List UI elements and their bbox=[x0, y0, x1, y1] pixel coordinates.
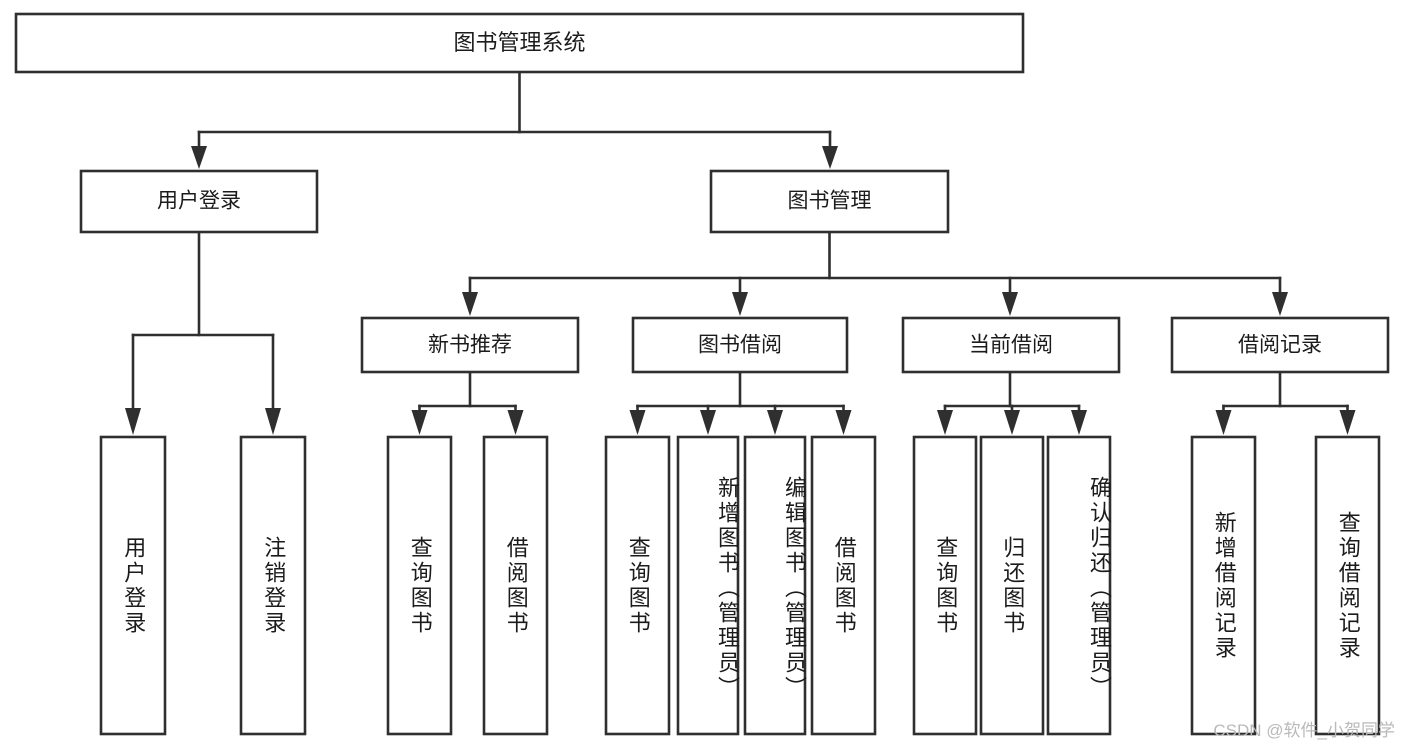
leaf-return-book-rect[interactable] bbox=[979, 435, 1045, 736]
node-book-manage-rect[interactable] bbox=[709, 169, 950, 234]
connector-group-borrow-record bbox=[1215, 370, 1356, 435]
leaf-borrow-book-rect[interactable] bbox=[810, 435, 877, 736]
arrow-query-book-current bbox=[937, 410, 953, 435]
node-root-rect[interactable] bbox=[14, 12, 1025, 74]
arrow-leaf-user-logout bbox=[265, 408, 281, 435]
arrow-borrow-record bbox=[1272, 292, 1288, 316]
leaf-user-logout-rect[interactable] bbox=[239, 435, 307, 736]
leaf-query-borrow-record-rect[interactable] bbox=[1314, 435, 1381, 736]
node-user-login-label: 用户登录 bbox=[157, 190, 241, 213]
node-new-book-rec[interactable]: 新书推荐 bbox=[360, 316, 580, 374]
arrow-query-borrow-record bbox=[1339, 410, 1356, 435]
leaf-add-book-admin-rect[interactable] bbox=[676, 435, 740, 736]
arrow-book-borrow bbox=[732, 292, 748, 316]
leaf-confirm-return-admin-rect[interactable] bbox=[1046, 435, 1112, 736]
leaf-edit-book-admin-rect[interactable] bbox=[743, 435, 807, 736]
arrow-borrow-book-rec bbox=[507, 410, 524, 435]
node-book-borrow[interactable]: 图书借阅 bbox=[631, 316, 849, 374]
node-book-borrow-label: 图书借阅 bbox=[698, 334, 782, 357]
node-user-login-rect[interactable] bbox=[79, 169, 319, 234]
leaf-add-borrow-record-rect[interactable] bbox=[1190, 435, 1257, 736]
arrow-current-borrow bbox=[1002, 292, 1018, 316]
node-new-book-rec-rect[interactable] bbox=[360, 316, 580, 374]
connector-group-new-book-rec bbox=[411, 370, 524, 435]
arrow-return-book bbox=[1004, 410, 1020, 435]
arrow-confirm-return-admin bbox=[1071, 410, 1087, 435]
leaf-borrow-book-rec-rect[interactable] bbox=[482, 435, 549, 736]
node-borrow-record[interactable]: 借阅记录 bbox=[1170, 316, 1390, 374]
node-new-book-rec-label: 新书推荐 bbox=[428, 334, 512, 357]
arrow-new-book-rec bbox=[462, 292, 478, 316]
arrow-leaf-user-login bbox=[125, 408, 141, 435]
leaf-query-book-borrow-rect[interactable] bbox=[604, 435, 671, 736]
node-user-login[interactable]: 用户登录 bbox=[79, 169, 319, 234]
node-book-manage-label: 图书管理 bbox=[788, 190, 872, 213]
connector-group-book-manage bbox=[462, 230, 1288, 316]
node-borrow-record-label: 借阅记录 bbox=[1238, 334, 1322, 357]
arrow-add-book-admin bbox=[700, 410, 716, 435]
leaf-query-book-rec-rect[interactable] bbox=[386, 435, 453, 736]
connector-group-current-borrow bbox=[937, 370, 1087, 435]
connector-group-user-login bbox=[125, 230, 281, 435]
arrow-borrow-book bbox=[835, 410, 852, 435]
node-book-borrow-rect[interactable] bbox=[631, 316, 849, 374]
node-current-borrow[interactable]: 当前借阅 bbox=[901, 316, 1121, 374]
leaf-boxes-group bbox=[99, 435, 1381, 736]
node-current-borrow-label: 当前借阅 bbox=[969, 334, 1053, 357]
node-root-label: 图书管理系统 bbox=[453, 30, 585, 55]
arrow-query-book-rec bbox=[411, 410, 428, 435]
leaf-user-login-rect[interactable] bbox=[99, 435, 167, 736]
node-current-borrow-rect[interactable] bbox=[901, 316, 1121, 374]
arrow-query-book-borrow bbox=[629, 410, 646, 435]
arrow-add-borrow-record bbox=[1215, 410, 1232, 435]
node-borrow-record-rect[interactable] bbox=[1170, 316, 1390, 374]
arrow-user-login bbox=[191, 146, 207, 169]
node-book-manage[interactable]: 图书管理 bbox=[709, 169, 950, 234]
leaf-query-book-current-rect[interactable] bbox=[912, 435, 978, 736]
node-root[interactable]: 图书管理系统 bbox=[14, 12, 1025, 74]
connector-group-root bbox=[191, 70, 838, 169]
arrow-book-manage bbox=[822, 146, 838, 169]
csdn-watermark: CSDN @软件_小贺同学 bbox=[1213, 721, 1395, 740]
connector-group-book-borrow bbox=[629, 370, 852, 435]
arrow-edit-book-admin bbox=[767, 410, 783, 435]
